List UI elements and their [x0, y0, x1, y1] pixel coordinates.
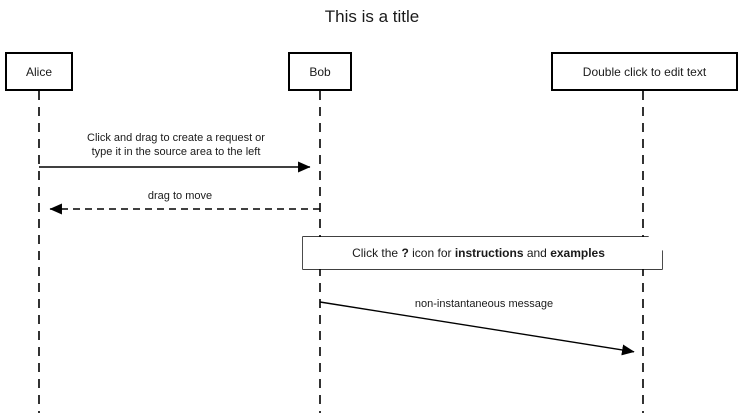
participant-box-bob[interactable]: Bob: [288, 52, 352, 91]
participant-box-alice[interactable]: Alice: [5, 52, 73, 91]
participant-box-placeholder[interactable]: Double click to edit text: [551, 52, 738, 91]
message-label-request-line1: Click and drag to create a request or: [87, 132, 265, 144]
message-label-drag-to-move-text: drag to move: [147, 190, 213, 202]
note-part-instructions: instructions: [454, 245, 524, 260]
participant-label-placeholder: Double click to edit text: [582, 64, 707, 79]
message-arrow-non-instantaneous[interactable]: [319, 301, 635, 356]
diagram-title[interactable]: This is a title: [324, 7, 420, 26]
message-label-non-instantaneous-text: non-instantaneous message: [414, 298, 554, 310]
note-part-examples: examples: [550, 245, 605, 260]
participant-label-alice: Alice: [25, 64, 52, 79]
note-instructions-text: Click the ? icon for instructions and ex…: [338, 246, 627, 261]
note-part-click-the: Click the: [352, 245, 402, 260]
question-mark-icon: ?: [401, 245, 409, 260]
note-instructions[interactable]: Click the ? icon for instructions and ex…: [303, 237, 662, 269]
message-label-drag-to-move[interactable]: drag to move: [80, 189, 280, 203]
note-part-icon-for: icon for: [408, 245, 455, 260]
message-label-request-line2: type it in the source area to the left: [91, 146, 261, 158]
note-part-and: and: [523, 245, 551, 260]
message-label-request[interactable]: Click and drag to create a request or ty…: [36, 131, 316, 159]
participant-label-bob: Bob: [309, 64, 331, 79]
message-label-non-instantaneous[interactable]: non-instantaneous message: [384, 297, 584, 311]
